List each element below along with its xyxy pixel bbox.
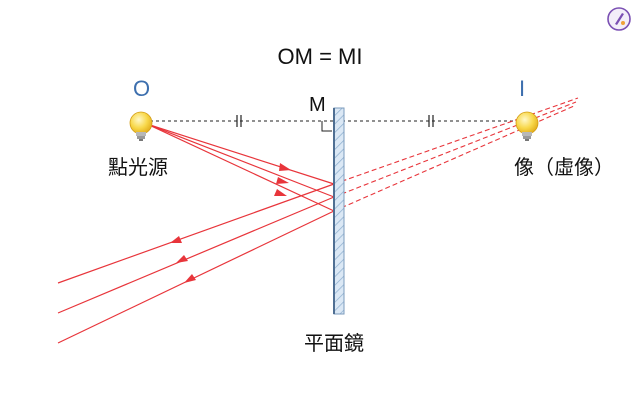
incident-arrows [274, 163, 291, 196]
object-point-label: O [133, 76, 151, 101]
logo-icon [607, 7, 631, 31]
equal-mark-left [236, 115, 242, 127]
reflected-arrows [170, 236, 196, 283]
right-angle-marker [321, 121, 332, 132]
equal-mark-right [428, 115, 434, 127]
plane-mirror-label: 平面鏡 [304, 331, 364, 355]
incident-rays [146, 123, 335, 212]
virtual-image-label: 像（虛像） [514, 155, 614, 179]
lightbulb-icon [515, 111, 539, 141]
mirror-point-label: M [309, 94, 326, 116]
plane-mirror [333, 107, 345, 315]
reflected-rays [57, 183, 335, 344]
equation-label: OM = MI [277, 44, 363, 69]
point-source-label: 點光源 [108, 155, 168, 179]
image-point-label: I [519, 76, 526, 101]
lightbulb-icon [129, 111, 153, 141]
